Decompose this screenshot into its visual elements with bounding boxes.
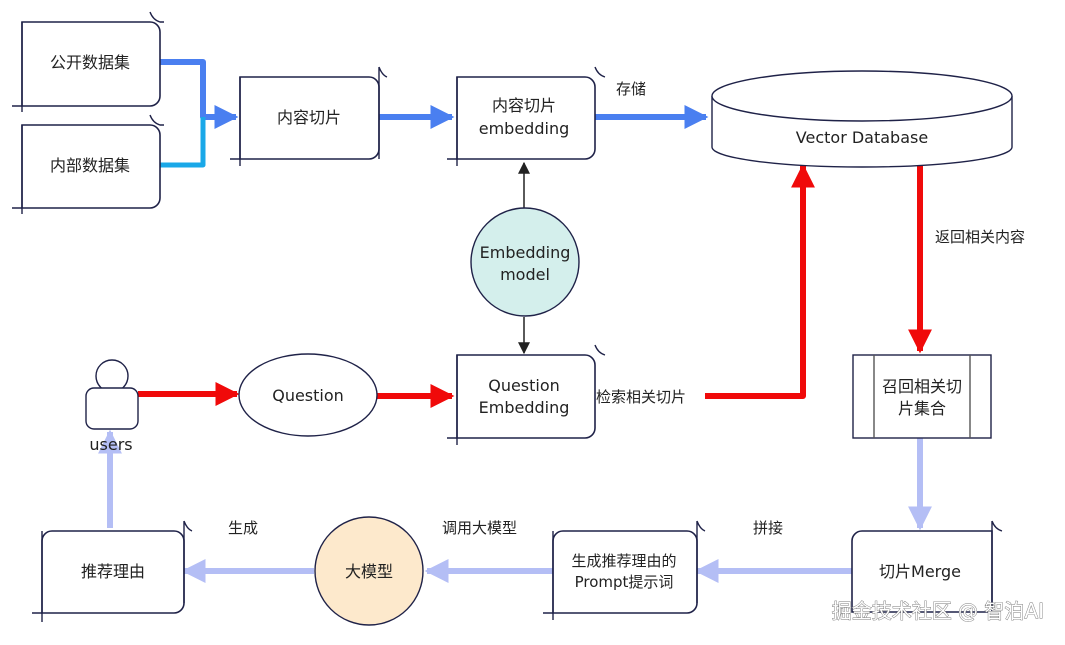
- edge-label-concat: 拼接: [753, 519, 783, 537]
- node-label-line1: Embedding: [480, 243, 571, 262]
- node-label: Question: [272, 386, 344, 405]
- node-public-dataset[interactable]: 公开数据集: [12, 11, 164, 112]
- node-chunk-embedding[interactable]: 内容切片 embedding: [447, 66, 606, 166]
- edge-label-search: 检索相关切片: [596, 388, 686, 406]
- node-label: Vector Database: [796, 128, 928, 147]
- edge-label-call-llm: 调用大模型: [442, 519, 517, 537]
- node-label-line1: 生成推荐理由的: [571, 552, 676, 570]
- node-label: 切片Merge: [879, 562, 961, 581]
- node-label-line2: model: [500, 265, 550, 284]
- node-recall-set[interactable]: 召回相关切 片集合: [852, 354, 992, 439]
- edge-label-store: 存储: [616, 80, 646, 98]
- node-label: 内容切片: [277, 108, 341, 127]
- node-prompt[interactable]: 生成推荐理由的 Prompt提示词: [543, 520, 706, 620]
- edge-public-to-chunk: [160, 59, 239, 129]
- edge-search-to-db: [705, 163, 815, 399]
- node-llm[interactable]: 大模型: [314, 516, 424, 626]
- edge-label-return: 返回相关内容: [935, 228, 1025, 246]
- node-label: users: [89, 435, 132, 454]
- edge-label-generate: 生成: [228, 519, 258, 537]
- watermark: 掘金技术社区 @ 智泊AI: [832, 599, 1044, 623]
- edge-internal-to-chunk: [160, 117, 206, 168]
- node-label-line2: Prompt提示词: [575, 573, 674, 591]
- node-label-line1: 召回相关切: [882, 377, 962, 396]
- node-vector-database[interactable]: Vector Database: [711, 70, 1013, 168]
- node-label-line1: 内容切片: [492, 96, 556, 115]
- node-label: 公开数据集: [50, 53, 130, 72]
- node-label-line2: embedding: [479, 119, 569, 138]
- node-label: 大模型: [345, 562, 393, 581]
- node-label-line2: Embedding: [479, 398, 570, 417]
- user-body-icon: [85, 387, 139, 430]
- node-reason[interactable]: 推荐理由: [32, 520, 193, 622]
- node-user[interactable]: users: [85, 359, 139, 454]
- user-head-icon: [95, 359, 129, 393]
- node-chunk-merge[interactable]: 切片Merge: [851, 520, 1003, 613]
- node-content-chunk[interactable]: 内容切片: [230, 66, 388, 166]
- node-label: 推荐理由: [81, 562, 145, 581]
- node-question[interactable]: Question: [238, 353, 378, 437]
- node-label: 内部数据集: [50, 156, 130, 175]
- node-question-embedding[interactable]: Question Embedding: [447, 344, 606, 445]
- node-label-line2: 片集合: [898, 399, 946, 418]
- node-label-line1: Question: [488, 376, 560, 395]
- node-internal-dataset[interactable]: 内部数据集: [12, 114, 164, 214]
- node-embedding-model[interactable]: Embedding model: [470, 207, 580, 317]
